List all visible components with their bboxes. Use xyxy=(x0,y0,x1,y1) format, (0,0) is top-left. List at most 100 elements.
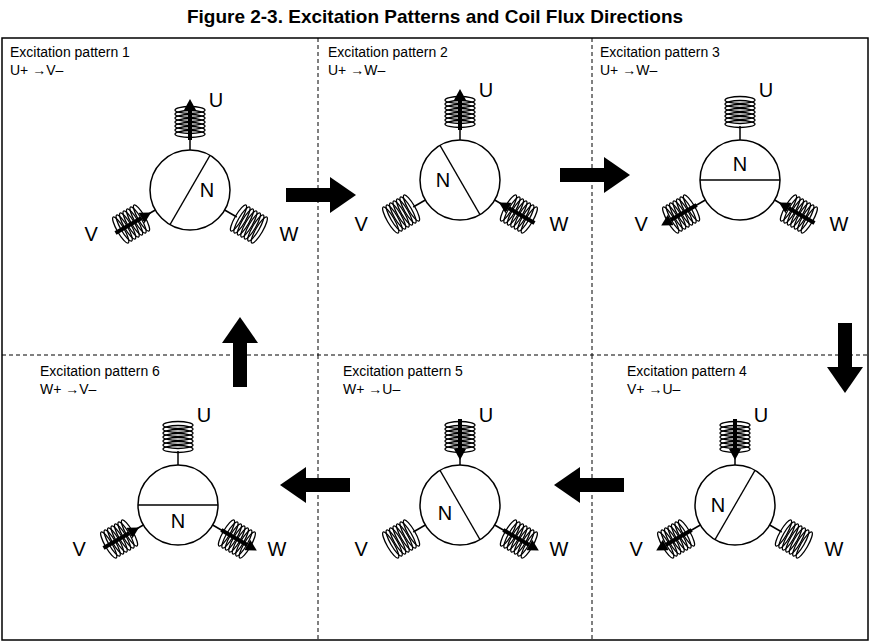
panel-text: Excitation pattern 5W+ →U– xyxy=(343,363,463,398)
flux-arrow xyxy=(116,218,142,233)
coil-label: U xyxy=(479,80,493,100)
coil-turn xyxy=(660,205,681,234)
coil-label: W xyxy=(549,539,568,559)
pattern-panel: Excitation pattern 4V+ →U– xyxy=(592,355,868,640)
panel-divider xyxy=(2,355,868,356)
rotor xyxy=(420,140,500,220)
pattern-panel: Excitation pattern 5W+ →U– xyxy=(318,355,592,640)
rotor xyxy=(695,465,775,545)
flux-arrow xyxy=(671,205,697,220)
sequence-arrow xyxy=(838,323,852,367)
panel-text: Excitation pattern 2U+ →W– xyxy=(328,44,448,79)
motor-figure xyxy=(655,419,815,560)
rotor-pole-line xyxy=(700,179,780,180)
figure-title: Figure 2-3. Excitation Patterns and Coil… xyxy=(0,6,870,28)
coil-label: W xyxy=(824,539,843,559)
coil-winding xyxy=(498,193,540,234)
pattern-panel: Excitation pattern 3U+ →W– xyxy=(592,38,868,355)
coil-label: V xyxy=(634,214,647,234)
coil-winding xyxy=(163,422,193,453)
coil-label: U xyxy=(754,405,768,425)
motor-figure xyxy=(380,97,540,235)
rotor xyxy=(150,150,230,230)
coil-winding xyxy=(778,193,820,234)
coil-winding xyxy=(380,193,422,234)
pole-label: N xyxy=(436,170,450,190)
pattern-panel: Excitation pattern 6W+ →V– xyxy=(2,355,318,640)
coil-label: V xyxy=(629,539,642,559)
coil-winding xyxy=(216,518,258,559)
coil-label: U xyxy=(209,90,223,110)
coil-turn xyxy=(519,530,540,559)
rotor xyxy=(420,465,500,545)
rotor-pole-line xyxy=(138,504,218,505)
coil-label: U xyxy=(197,405,211,425)
pattern-heading: Excitation pattern 6 xyxy=(40,363,160,381)
panel-text: Excitation pattern 3U+ →W– xyxy=(600,44,720,79)
coil-turn xyxy=(249,215,270,244)
flux-arrow xyxy=(221,530,247,545)
coil-turn xyxy=(380,205,401,234)
coil-turn xyxy=(163,422,193,429)
flux-arrow xyxy=(508,208,534,223)
coil-label: W xyxy=(267,539,286,559)
panel-divider xyxy=(592,38,593,355)
coil-label: W xyxy=(829,214,848,234)
flux-arrow xyxy=(666,530,692,545)
coil-turn xyxy=(237,530,258,559)
excitation-formula: U+ →W– xyxy=(600,62,720,80)
excitation-formula: W+ →V– xyxy=(40,381,160,399)
pattern-panel: Excitation pattern 1U+ →V– xyxy=(2,38,318,355)
coil-label: V xyxy=(84,224,97,244)
pattern-heading: Excitation pattern 4 xyxy=(627,363,747,381)
coil-label: U xyxy=(479,405,493,425)
sequence-arrow xyxy=(306,478,350,492)
motor-figure xyxy=(110,107,270,245)
pattern-heading: Excitation pattern 3 xyxy=(600,44,720,62)
flux-arrow xyxy=(458,100,462,130)
panel-divider xyxy=(318,355,319,640)
pole-label: N xyxy=(200,180,214,200)
excitation-formula: W+ →U– xyxy=(343,381,463,399)
flux-arrow xyxy=(503,530,529,545)
panel-text: Excitation pattern 1U+ →V– xyxy=(10,44,130,79)
coil-winding xyxy=(725,97,755,128)
excitation-formula: U+ →W– xyxy=(328,62,448,80)
coil-turn xyxy=(725,97,755,104)
panel-divider xyxy=(592,355,593,640)
flux-arrow xyxy=(733,419,737,449)
figure-border xyxy=(2,38,868,640)
coil-label: V xyxy=(354,539,367,559)
coil-label: V xyxy=(354,214,367,234)
flux-arrow xyxy=(458,419,462,449)
coil-turn xyxy=(380,530,401,559)
coil-winding xyxy=(498,518,540,559)
coil-winding xyxy=(228,203,270,244)
coil-turn xyxy=(794,530,815,559)
coil-winding xyxy=(660,193,702,234)
coil-winding xyxy=(110,203,152,244)
pole-label: N xyxy=(438,503,452,523)
motor-figure xyxy=(660,97,820,235)
pole-label: N xyxy=(171,511,185,531)
pole-label: N xyxy=(733,154,747,174)
pole-label: N xyxy=(711,495,725,515)
coil-label: V xyxy=(72,539,85,559)
pattern-heading: Excitation pattern 1 xyxy=(10,44,130,62)
motor-figure xyxy=(98,422,258,560)
flux-arrow xyxy=(788,208,814,223)
rotor xyxy=(138,465,218,545)
coil-winding xyxy=(655,518,697,559)
excitation-formula: V+ →U– xyxy=(627,381,747,399)
motor-figure xyxy=(380,419,540,560)
coil-label: W xyxy=(549,214,568,234)
panel-text: Excitation pattern 6W+ →V– xyxy=(40,363,160,398)
sequence-arrow xyxy=(286,188,330,202)
coil-winding xyxy=(773,518,815,559)
panel-text: Excitation pattern 4V+ →U– xyxy=(627,363,747,398)
pattern-heading: Excitation pattern 2 xyxy=(328,44,448,62)
coil-winding xyxy=(98,518,140,559)
coil-label: U xyxy=(759,80,773,100)
